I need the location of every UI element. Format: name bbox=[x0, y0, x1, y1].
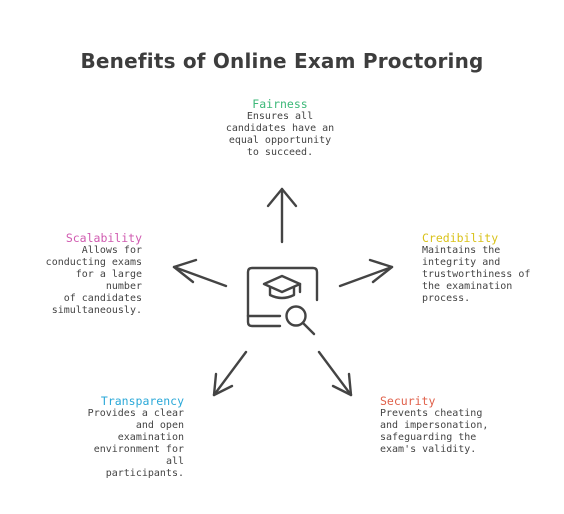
benefit-fairness: Fairness Ensures all candidates have an … bbox=[222, 97, 338, 159]
arrow-lower-right bbox=[317, 350, 353, 397]
arrow-up bbox=[266, 187, 298, 244]
page-title: Benefits of Online Exam Proctoring bbox=[80, 49, 484, 73]
benefit-credibility-text: Maintains the integrity and trustworthin… bbox=[422, 245, 531, 304]
benefit-scalability-heading: Scalability bbox=[65, 231, 142, 245]
benefit-credibility: Credibility Maintains the integrity and … bbox=[422, 231, 542, 305]
benefit-fairness-heading: Fairness bbox=[252, 97, 308, 111]
exam-certificate-search-icon bbox=[246, 266, 319, 336]
benefit-scalability-text: Allows for conducting exams for a large … bbox=[45, 245, 142, 316]
benefit-scalability: Scalability Allows for conducting exams … bbox=[42, 231, 142, 317]
arrow-right bbox=[338, 258, 394, 288]
benefit-fairness-text: Ensures all candidates have an equal opp… bbox=[225, 111, 335, 158]
benefit-credibility-heading: Credibility bbox=[422, 231, 499, 245]
benefit-security: Security Prevents cheating and impersona… bbox=[380, 394, 510, 456]
benefit-transparency: Transparency Provides a clear and open e… bbox=[72, 394, 184, 480]
benefit-security-heading: Security bbox=[380, 394, 436, 408]
arrow-left bbox=[172, 258, 228, 288]
arrow-lower-left bbox=[212, 350, 248, 397]
benefit-transparency-heading: Transparency bbox=[100, 394, 184, 408]
benefit-security-text: Prevents cheating and impersonation, saf… bbox=[380, 408, 489, 455]
benefit-transparency-text: Provides a clear and open examination en… bbox=[87, 408, 184, 479]
